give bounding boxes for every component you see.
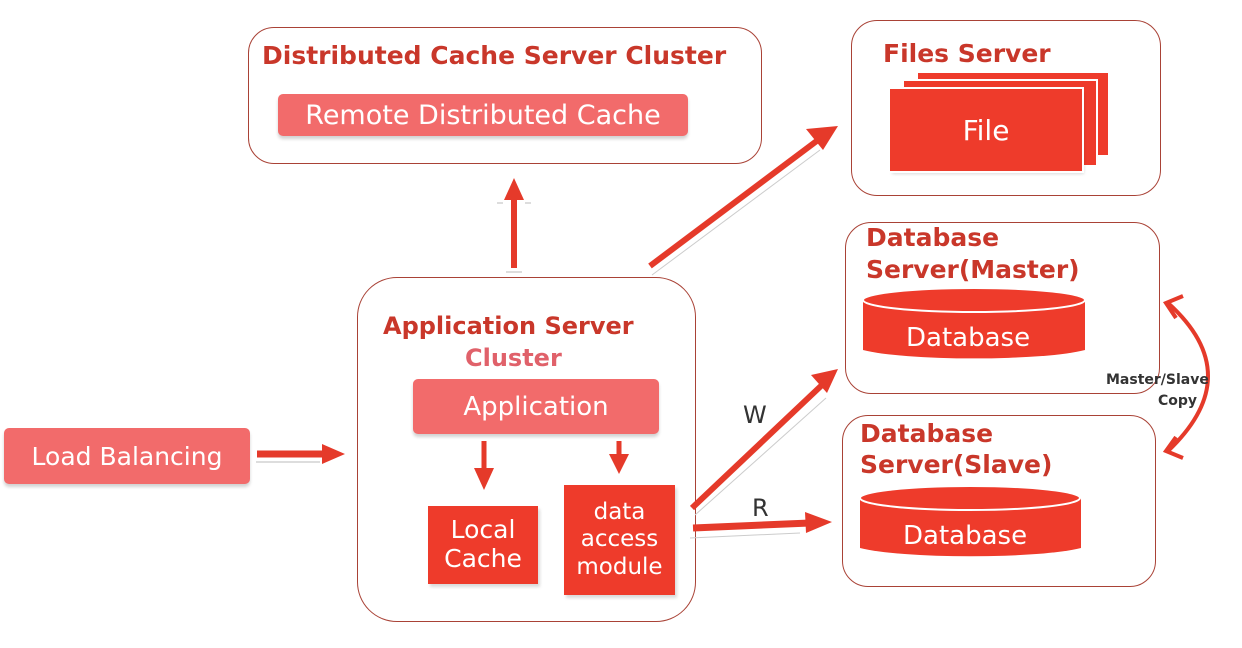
db-master-title-line2: Server(Master) — [866, 255, 1080, 284]
app-cluster-title-line1: Application Server — [383, 312, 634, 340]
replication-label-line1: Master/Slave — [1106, 372, 1209, 388]
load-balancing-label: Load Balancing — [31, 441, 223, 471]
db-master-title-line1: Database — [866, 223, 1000, 252]
app-cluster-title-line2: Cluster — [465, 344, 562, 372]
arrow-master-slave-replication — [1162, 294, 1210, 460]
data-access-module-box[interactable]: data access module — [564, 485, 675, 595]
files-server-title: Files Server — [883, 39, 1051, 68]
arrow-app-to-files — [648, 126, 838, 276]
arrow-read-to-slave — [689, 512, 832, 539]
data-access-module-label-line3: module — [576, 553, 663, 580]
arrow-app-to-dam — [609, 441, 629, 474]
local-cache-box[interactable]: Local Cache — [428, 506, 538, 584]
remote-distributed-cache-box[interactable]: Remote Distributed Cache — [278, 94, 688, 136]
application-box[interactable]: Application — [413, 379, 659, 434]
arrow-app-to-local-cache — [474, 441, 494, 490]
file-label: File — [962, 113, 1010, 147]
application-label: Application — [463, 391, 609, 422]
local-cache-label-line2: Cache — [444, 544, 522, 573]
arrow-lb-to-app — [256, 444, 345, 464]
load-balancing-box[interactable]: Load Balancing — [4, 428, 250, 484]
arrow-write-to-master — [689, 369, 838, 516]
db-slave-label: Database — [903, 521, 1028, 551]
db-master-cylinder-icon — [862, 287, 1086, 359]
db-master-label: Database — [906, 323, 1031, 353]
data-access-module-label-line1: data — [593, 498, 646, 525]
db-slave-cylinder-icon — [859, 485, 1081, 557]
db-slave-title-line2: Server(Slave) — [860, 450, 1053, 479]
local-cache-label-line1: Local — [450, 515, 516, 545]
data-access-module-label-line2: access — [580, 526, 659, 553]
arrow-app-to-cache — [497, 178, 531, 273]
remote-distributed-cache-label: Remote Distributed Cache — [305, 99, 661, 131]
db-slave-title-line1: Database — [860, 419, 994, 448]
file-box[interactable]: File — [888, 87, 1084, 173]
write-edge-label: W — [743, 401, 767, 429]
read-edge-label: R — [752, 494, 769, 522]
replication-label-line2: Copy — [1158, 393, 1198, 409]
distributed-cache-cluster-title: Distributed Cache Server Cluster — [262, 41, 727, 70]
